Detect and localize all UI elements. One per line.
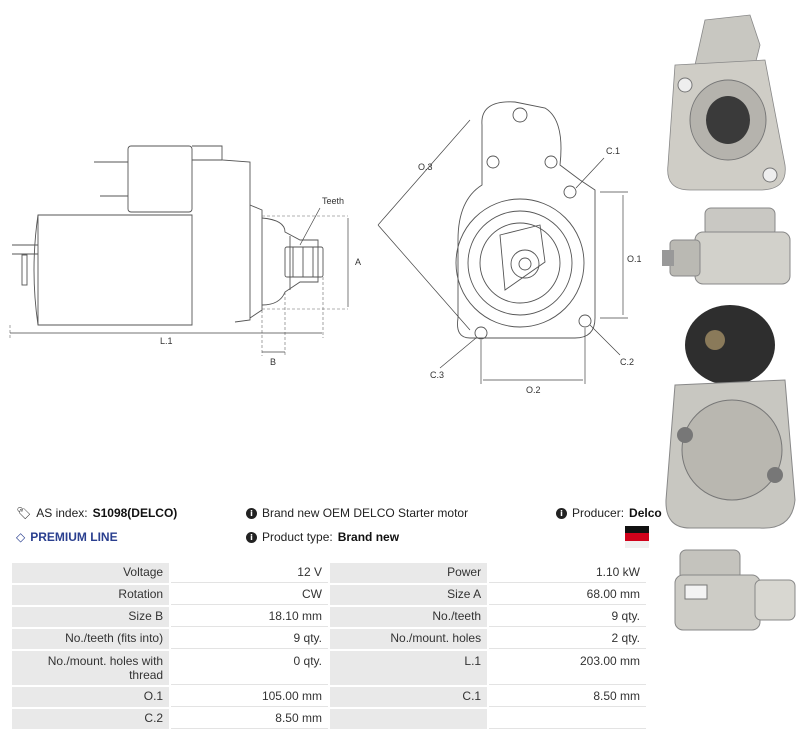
spec-value: 105.00 mm bbox=[171, 687, 328, 707]
spec-value: 9 qty. bbox=[489, 607, 646, 627]
spec-label: Voltage bbox=[12, 563, 170, 583]
technical-drawing: Teeth A B L.1 bbox=[9, 101, 642, 395]
spec-value: 0 qty. bbox=[171, 651, 328, 685]
product-type-value: Brand new bbox=[337, 530, 400, 544]
product-photos bbox=[660, 0, 800, 743]
label-o2: O.2 bbox=[526, 385, 541, 395]
spec-label: Rotation bbox=[12, 585, 170, 605]
flag-stripe-top bbox=[625, 526, 649, 534]
spec-label: No./teeth bbox=[329, 607, 488, 627]
product-info: 🏷 AS index: S1098(DELCO) i Brand new OEM… bbox=[0, 500, 662, 560]
flag-stripe-bottom bbox=[625, 540, 649, 548]
spec-value: 2 qty. bbox=[489, 629, 646, 649]
premium-line-text: PREMIUM LINE bbox=[30, 530, 118, 544]
label-c2: C.2 bbox=[620, 357, 634, 367]
label-size-a: A bbox=[355, 257, 361, 267]
spec-value: 18.10 mm bbox=[171, 607, 328, 627]
flag-stripe-mid bbox=[625, 533, 649, 541]
product-photo-rear[interactable] bbox=[660, 300, 800, 535]
info-icon: i bbox=[246, 507, 257, 519]
producer-flag bbox=[625, 526, 649, 548]
product-photo-side[interactable] bbox=[660, 200, 800, 300]
description: i Brand new OEM DELCO Starter motor bbox=[246, 506, 468, 520]
label-o1: O.1 bbox=[627, 254, 642, 264]
spec-label: Size A bbox=[329, 585, 488, 605]
label-c1: C.1 bbox=[606, 146, 620, 156]
as-index-label: AS index: bbox=[36, 506, 88, 520]
as-index-value: S1098(DELCO) bbox=[92, 506, 178, 520]
spec-label: No./mount. holes with thread bbox=[12, 651, 170, 685]
spec-value: 1.10 kW bbox=[489, 563, 646, 583]
diamond-icon: ◇ bbox=[16, 530, 26, 544]
product-type: i Product type: Brand new bbox=[246, 530, 399, 544]
spec-value: CW bbox=[171, 585, 328, 605]
label-teeth: Teeth bbox=[322, 196, 344, 206]
spec-label: C.1 bbox=[329, 687, 488, 707]
spec-label: No./teeth (fits into) bbox=[12, 629, 170, 649]
spec-value: 12 V bbox=[171, 563, 328, 583]
description-text: Brand new OEM DELCO Starter motor bbox=[262, 506, 469, 520]
label-o3: O.3 bbox=[418, 162, 433, 172]
spec-label: L.1 bbox=[329, 651, 488, 685]
starter-drawing-svg: Teeth A B L.1 bbox=[9, 101, 642, 395]
product-photo-angle[interactable] bbox=[660, 540, 800, 640]
as-index: 🏷 AS index: S1098(DELCO) bbox=[16, 506, 177, 520]
product-photo-front[interactable] bbox=[660, 5, 800, 200]
spec-value bbox=[489, 709, 646, 729]
label-l1: L.1 bbox=[160, 336, 173, 346]
premium-line: ◇ PREMIUM LINE bbox=[16, 530, 118, 544]
info-icon: i bbox=[556, 507, 567, 519]
producer-value: Delco bbox=[629, 506, 662, 520]
spec-value: 8.50 mm bbox=[489, 687, 646, 707]
spec-value: 68.00 mm bbox=[489, 585, 646, 605]
info-icon: i bbox=[246, 531, 257, 543]
tags-icon: 🏷 bbox=[16, 506, 32, 520]
producer: i Producer: Delco bbox=[556, 506, 662, 520]
spec-value: 9 qty. bbox=[171, 629, 328, 649]
spec-label bbox=[329, 709, 488, 729]
spec-value: 8.50 mm bbox=[171, 709, 328, 729]
spec-value: 203.00 mm bbox=[489, 651, 646, 685]
table-row: No./teeth (fits into)9 qty.No./mount. ho… bbox=[12, 629, 646, 649]
product-type-label: Product type: bbox=[262, 530, 333, 544]
label-c3: C.3 bbox=[430, 370, 444, 380]
spec-label: No./mount. holes bbox=[329, 629, 488, 649]
spec-label: O.1 bbox=[12, 687, 170, 707]
spec-label: C.2 bbox=[12, 709, 170, 729]
label-size-b: B bbox=[270, 357, 276, 367]
spec-label: Size B bbox=[12, 607, 170, 627]
producer-label: Producer: bbox=[572, 506, 625, 520]
spec-label: Power bbox=[329, 563, 488, 583]
